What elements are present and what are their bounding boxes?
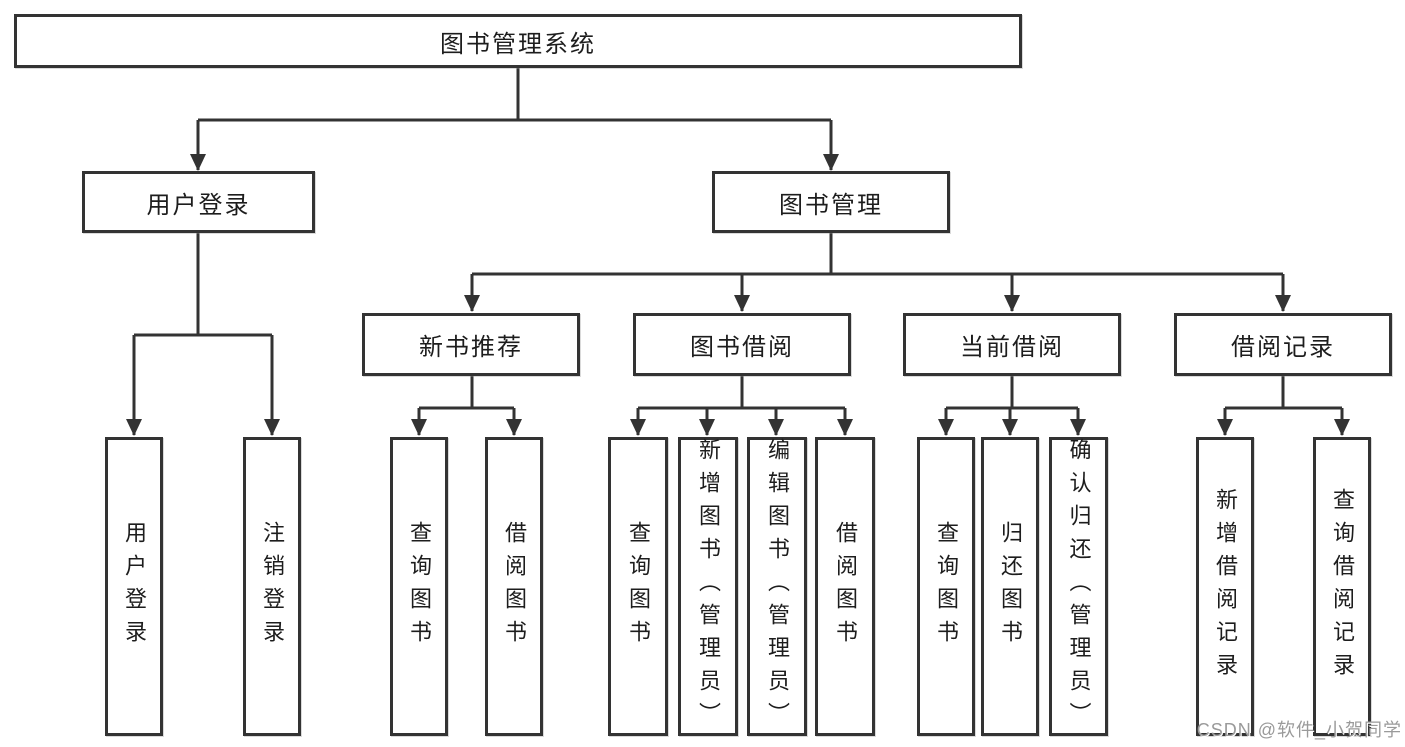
leaf-query-borrow-record: 查询借阅记录 [1313, 437, 1371, 736]
leaf-label: 查询借阅记录 [1330, 487, 1355, 686]
node-label: 用户登录 [146, 191, 251, 219]
leaf-label: 借阅图书 [502, 520, 527, 653]
csdn-watermark: CSDN @软件_小贺同学 [1196, 720, 1402, 740]
leaf-label: 归还图书 [998, 520, 1023, 653]
leaf-logout: 注销登录 [243, 437, 301, 736]
node-label: 图书管理系统 [440, 30, 596, 58]
node-label: 图书借阅 [690, 334, 794, 361]
node-borrowing-records: 借阅记录 [1174, 313, 1392, 376]
leaf-label: 查询图书 [407, 520, 432, 653]
node-user-login-branch: 用户登录 [82, 171, 315, 233]
leaf-label: 查询图书 [934, 520, 959, 653]
leaf-edit-books-admin: 编辑图书（管理员） [747, 437, 807, 736]
node-label: 图书管理 [779, 191, 883, 219]
leaf-add-borrow-record: 新增借阅记录 [1196, 437, 1254, 736]
leaf-label: 确认归还（管理员） [1066, 438, 1092, 735]
leaf-borrow-books: 借阅图书 [815, 437, 875, 736]
leaf-label: 新增借阅记录 [1213, 487, 1238, 686]
leaf-label: 借阅图书 [833, 520, 858, 653]
leaf-return-books: 归还图书 [981, 437, 1039, 736]
node-label: 当前借阅 [960, 334, 1064, 361]
leaf-confirm-return-admin: 确认归还（管理员） [1049, 437, 1108, 736]
node-new-book-recommendation: 新书推荐 [362, 313, 580, 376]
leaf-label: 编辑图书（管理员） [765, 438, 790, 735]
leaf-query-books: 查询图书 [608, 437, 668, 736]
node-book-management-branch: 图书管理 [712, 171, 950, 233]
node-label: 新书推荐 [419, 334, 523, 361]
leaf-query-books: 查询图书 [390, 437, 448, 736]
node-book-borrowing: 图书借阅 [633, 313, 851, 376]
node-label: 借阅记录 [1231, 334, 1335, 361]
leaf-label: 新增图书（管理员） [696, 438, 721, 735]
leaf-label: 查询图书 [626, 520, 651, 653]
leaf-query-books: 查询图书 [917, 437, 975, 736]
node-current-borrowing: 当前借阅 [903, 313, 1121, 376]
leaf-user-login: 用户登录 [105, 437, 163, 736]
leaf-label: 注销登录 [260, 520, 285, 653]
node-library-management-system: 图书管理系统 [14, 14, 1022, 68]
leaf-add-books-admin: 新增图书（管理员） [678, 437, 738, 736]
leaf-borrow-books: 借阅图书 [485, 437, 543, 736]
leaf-label: 用户登录 [122, 520, 147, 653]
